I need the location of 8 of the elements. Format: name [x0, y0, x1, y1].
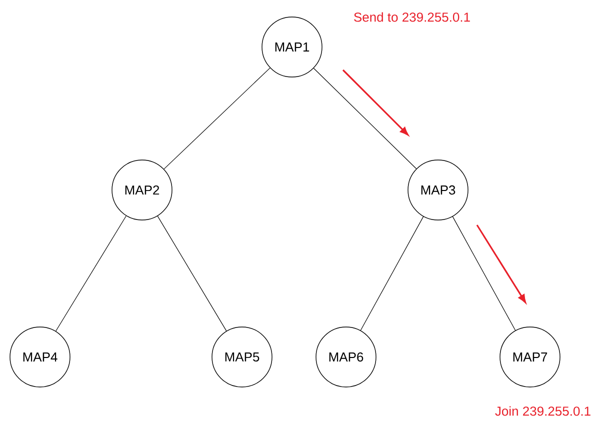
connector-line [452, 216, 516, 331]
connector-line [164, 68, 270, 170]
connector-line [360, 216, 424, 331]
connector-line [313, 68, 417, 170]
address-label: Join 239.255.0.1 [495, 406, 590, 416]
connector-line [157, 216, 227, 332]
address-label: Send to 239.255.0.1 [354, 12, 470, 22]
connector-line [56, 216, 126, 332]
